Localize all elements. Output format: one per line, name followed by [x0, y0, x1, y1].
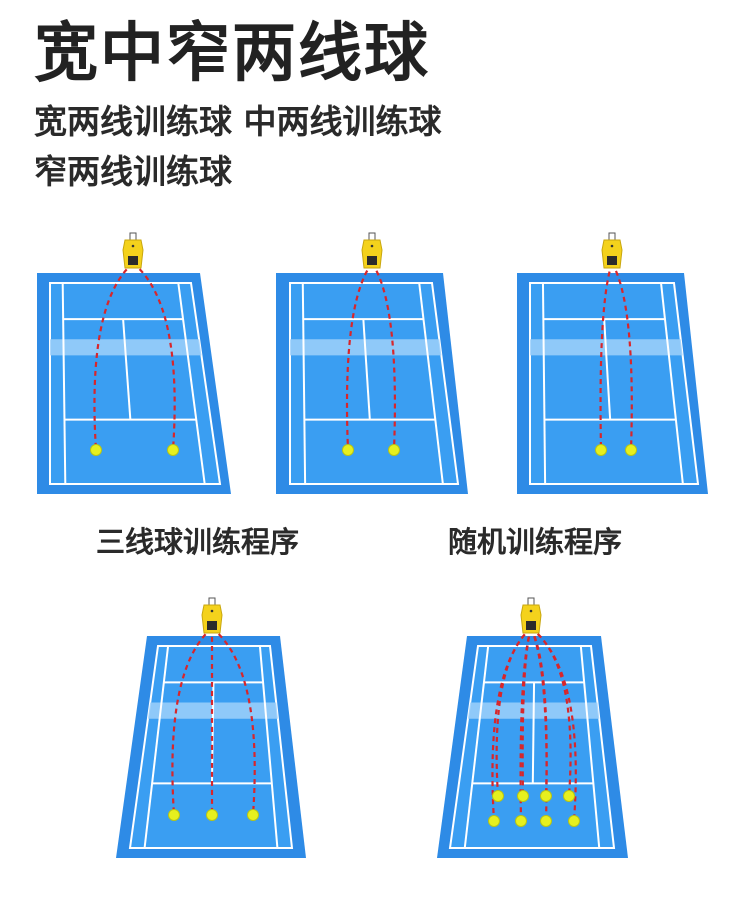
center-service-line	[122, 319, 132, 420]
machine-panel	[526, 621, 536, 630]
machine-handle	[527, 597, 535, 606]
court-boundary	[289, 282, 460, 485]
trajectory-2	[371, 262, 396, 451]
ball-machine-icon	[122, 232, 144, 269]
singles-sideline-left	[61, 282, 67, 485]
tennis-ball-1	[90, 444, 102, 456]
trajectory-1	[345, 262, 373, 451]
page-title: 宽中窄两线球	[34, 17, 430, 91]
tennis-ball-1	[595, 444, 607, 456]
singles-sideline-right	[258, 645, 279, 849]
singles-sideline-left	[463, 645, 490, 849]
machine-dot	[610, 244, 614, 248]
singles-sideline-left	[143, 645, 170, 849]
subtitle-line-1: 宽两线训练球 中两线训练球	[34, 102, 442, 141]
machine-dot	[131, 244, 135, 248]
tennis-ball-2	[206, 809, 218, 821]
trajectory-4	[530, 627, 572, 797]
center-service-line	[531, 682, 536, 784]
tennis-ball-2	[167, 444, 179, 456]
tennis-ball-6	[515, 815, 527, 827]
ball-machine-icon	[361, 232, 383, 269]
trajectory-3	[211, 627, 256, 816]
caption-random: 随机训练程序	[448, 525, 623, 559]
trajectory-7	[529, 627, 548, 822]
tennis-ball-4	[563, 790, 575, 802]
trajectory-6	[519, 627, 533, 822]
machine-dot	[529, 609, 533, 613]
machine-dot	[370, 244, 374, 248]
singles-sideline-right	[660, 282, 684, 485]
court-boundary	[49, 282, 222, 485]
tennis-ball-7	[540, 815, 552, 827]
caption-three-line: 三线球训练程序	[96, 525, 300, 559]
tennis-ball-1	[492, 790, 504, 802]
tennis-ball-2	[517, 790, 529, 802]
tennis-ball-1	[168, 809, 180, 821]
ball-machine-icon	[520, 597, 542, 634]
singles-sideline-left	[301, 282, 307, 485]
machine-panel	[128, 256, 138, 265]
singles-sideline-right	[177, 282, 206, 485]
subtitle-line-2: 窄两线训练球	[34, 152, 232, 191]
trajectory-5	[491, 627, 532, 822]
machine-panel	[207, 621, 217, 630]
ball-machine-icon	[601, 232, 623, 269]
tennis-ball-2	[625, 444, 637, 456]
ball-machine-icon	[201, 597, 223, 634]
center-service-line	[362, 319, 371, 420]
machine-panel	[607, 256, 617, 265]
tennis-ball-3	[540, 790, 552, 802]
tennis-ball-2	[388, 444, 400, 456]
singles-sideline-right	[418, 282, 444, 485]
tennis-ball-1	[342, 444, 354, 456]
singles-sideline-left	[541, 282, 547, 485]
trajectory-1	[599, 262, 614, 451]
court-boundary	[529, 282, 700, 485]
tennis-ball-8	[568, 815, 580, 827]
trajectory-2	[611, 262, 633, 451]
machine-dot	[210, 609, 214, 613]
center-service-line	[603, 319, 612, 420]
singles-sideline-right	[579, 645, 601, 849]
machine-panel	[367, 256, 377, 265]
tennis-ball-5	[488, 815, 500, 827]
trajectory-1	[93, 262, 134, 451]
tennis-ball-3	[247, 809, 259, 821]
trajectory-1	[171, 627, 213, 816]
trajectory-2	[132, 262, 176, 451]
